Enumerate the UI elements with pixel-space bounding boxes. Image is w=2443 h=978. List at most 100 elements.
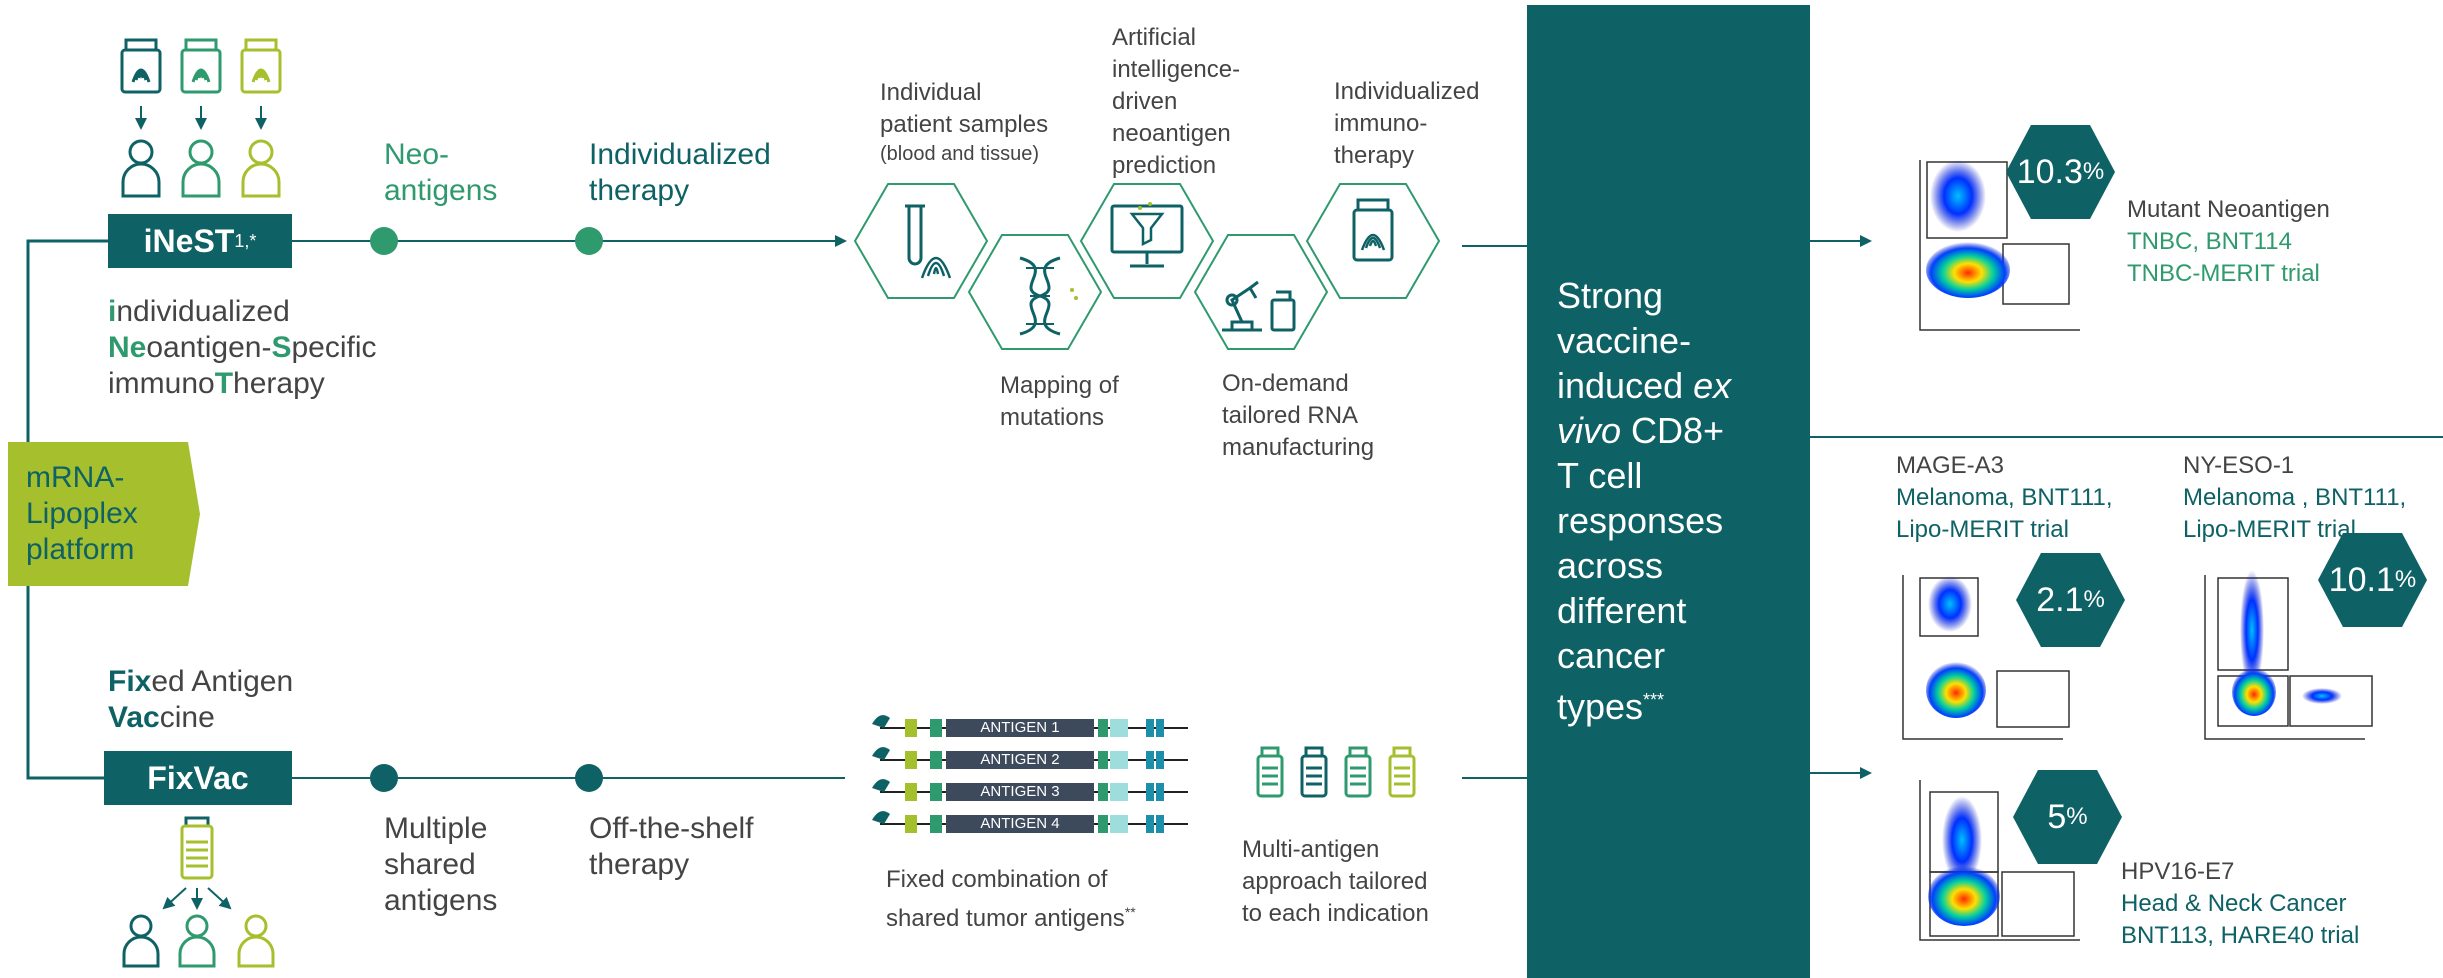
- step-label-line: therapy: [589, 848, 690, 881]
- ai-line: neoantigen: [1112, 120, 1231, 147]
- antigen-label-2: ANTIGEN 2: [980, 751, 1060, 768]
- samples-line: patient samples: [880, 111, 1049, 138]
- panel-line: induced: [1557, 365, 1694, 406]
- manuf-line: manufacturing: [1222, 434, 1375, 461]
- step-label-line: Neo-: [384, 138, 450, 171]
- panel-line: Strong: [1557, 275, 1664, 316]
- panel-line: across: [1557, 545, 1664, 586]
- person-icon: [122, 914, 160, 968]
- panel-line: T cell: [1557, 455, 1643, 496]
- fixvac-box-label: FixVac: [147, 759, 249, 796]
- fixvac-title-text: cine: [159, 701, 215, 734]
- desc-text: oantigen-: [146, 331, 272, 364]
- platform-label-line: mRNA-: [26, 461, 125, 494]
- result-line: Melanoma , BNT111,: [2183, 484, 2407, 511]
- ai-line: prediction: [1112, 152, 1217, 179]
- person-icon: [237, 914, 275, 968]
- mage-pct: 2.1%: [2016, 553, 2125, 647]
- antigen-construct-4: [872, 811, 1188, 833]
- facs-plot-mage: [1902, 575, 2070, 740]
- neo-pct: 10.3%: [2006, 125, 2115, 219]
- result-title: Mutant Neoantigen: [2127, 196, 2330, 223]
- fingerprint-vial-icon: [180, 38, 222, 94]
- fixvac-title-emph: Vac: [108, 701, 160, 734]
- panel-line: cancer: [1557, 635, 1666, 676]
- hpv-pct-hexagon: [2013, 770, 2122, 864]
- fixvac-flow-line: [292, 764, 1527, 792]
- result-line: Lipo-MERIT trial: [2183, 516, 2356, 543]
- desc-emph: S: [271, 331, 292, 364]
- fixvac-box: FixVac: [104, 751, 292, 805]
- caption-line: shared tumor antigens: [886, 905, 1125, 932]
- neoantigens-label: Neo- antigens: [384, 137, 497, 209]
- samples-subline: (blood and tissue): [880, 143, 1039, 165]
- test-tube-fingerprint-icon: [905, 204, 952, 279]
- fixvac-arrows: [162, 887, 232, 910]
- step-label-line: shared: [384, 848, 476, 881]
- inest-flow-line: [292, 227, 1527, 255]
- step-label-line: therapy: [589, 174, 690, 207]
- panel-line: different: [1557, 590, 1687, 631]
- antigen-constructs: [872, 715, 1188, 833]
- manufacturing-hexagon: [1193, 234, 1329, 350]
- pct-value: 5: [2047, 797, 2067, 836]
- computer-filter-icon: [1110, 202, 1184, 268]
- off-the-shelf-node: [575, 764, 603, 792]
- step-label-line: Individualized: [589, 138, 771, 171]
- multi-antigen-caption: Multi-antigen approach tailored to each …: [1242, 834, 1429, 930]
- panel-italic: ex: [1693, 365, 1732, 406]
- pct-value: 10.1: [2328, 560, 2395, 599]
- nyeso-pct-hexagon: [2318, 533, 2427, 627]
- desc-text: pecific: [291, 331, 377, 364]
- immuno-line: Individualized: [1334, 78, 1480, 105]
- result-line: Head & Neck Cancer: [2121, 890, 2347, 917]
- fixvac-title-text: ed Antigen: [151, 665, 294, 698]
- result-title: NY-ESO-1: [2183, 452, 2295, 479]
- platform-chevron: [8, 442, 200, 586]
- person-icons-bottom: [122, 914, 275, 968]
- individualized-therapy-node: [575, 227, 603, 255]
- samples-line: Individual: [880, 79, 982, 106]
- result-title: MAGE-A3: [1896, 452, 2005, 479]
- multi-antigen-vials: [1256, 746, 1416, 798]
- antigen-construct-3: [872, 779, 1188, 801]
- mapping-label: Mapping of mutations: [1000, 370, 1119, 434]
- pct-unit: %: [2083, 586, 2105, 613]
- platform-label-line: platform: [26, 533, 135, 566]
- manuf-line: On-demand: [1222, 370, 1349, 397]
- desc-text: immuno: [108, 367, 215, 400]
- platform-label: mRNA- Lipoplex platform: [26, 460, 196, 568]
- person-icon: [178, 914, 216, 968]
- ai-line: driven: [1112, 88, 1178, 115]
- platform-label-line: Lipoplex: [26, 497, 138, 530]
- panel-line: responses: [1557, 500, 1724, 541]
- manufacturing-label: On-demand tailored RNA manufacturing: [1222, 368, 1374, 464]
- facs-plot-hpv: [1919, 780, 2080, 941]
- manuf-line: tailored RNA: [1222, 402, 1359, 429]
- pct-unit: %: [2394, 566, 2417, 593]
- person-icons-top: [121, 139, 281, 198]
- antigen-label-3: ANTIGEN 3: [980, 783, 1060, 800]
- shared-antigens-node: [370, 764, 398, 792]
- fixed-combination-caption: Fixed combination of shared tumor antige…: [886, 864, 1136, 935]
- dna-icon: [1019, 256, 1078, 336]
- antigen-construct-1: [872, 715, 1188, 737]
- robot-arm-icon: [1222, 280, 1296, 332]
- inest-box-sup: 1,*: [234, 230, 257, 251]
- pct-unit: %: [2066, 803, 2088, 830]
- result-line: BNT113, HARE40 trial: [2121, 922, 2360, 949]
- fingerprint-vial-icon: [120, 38, 162, 94]
- panel-line: CD8+: [1621, 410, 1725, 451]
- mage-result-label: MAGE-A3 Melanoma, BNT111, Lipo-MERIT tri…: [1896, 450, 2113, 546]
- neo-result-label: Mutant Neoantigen TNBC, BNT114 TNBC-MERI…: [2127, 194, 2330, 290]
- antigen-construct-2: [872, 747, 1188, 769]
- antigen-label-1: ANTIGEN 1: [980, 719, 1060, 736]
- ai-label: Artificial intelligence- driven neoantig…: [1112, 22, 1240, 182]
- result-line: TNBC, BNT114: [2127, 228, 2292, 255]
- neoantigens-node: [370, 227, 398, 255]
- pct-value: 10.3: [2016, 152, 2083, 191]
- shared-antigens-label: Multiple shared antigens: [384, 811, 497, 919]
- facs-plot-nyeso: [2204, 570, 2373, 740]
- caption-line: Fixed combination of: [886, 866, 1108, 893]
- result-line: TNBC-MERIT trial: [2127, 260, 2320, 287]
